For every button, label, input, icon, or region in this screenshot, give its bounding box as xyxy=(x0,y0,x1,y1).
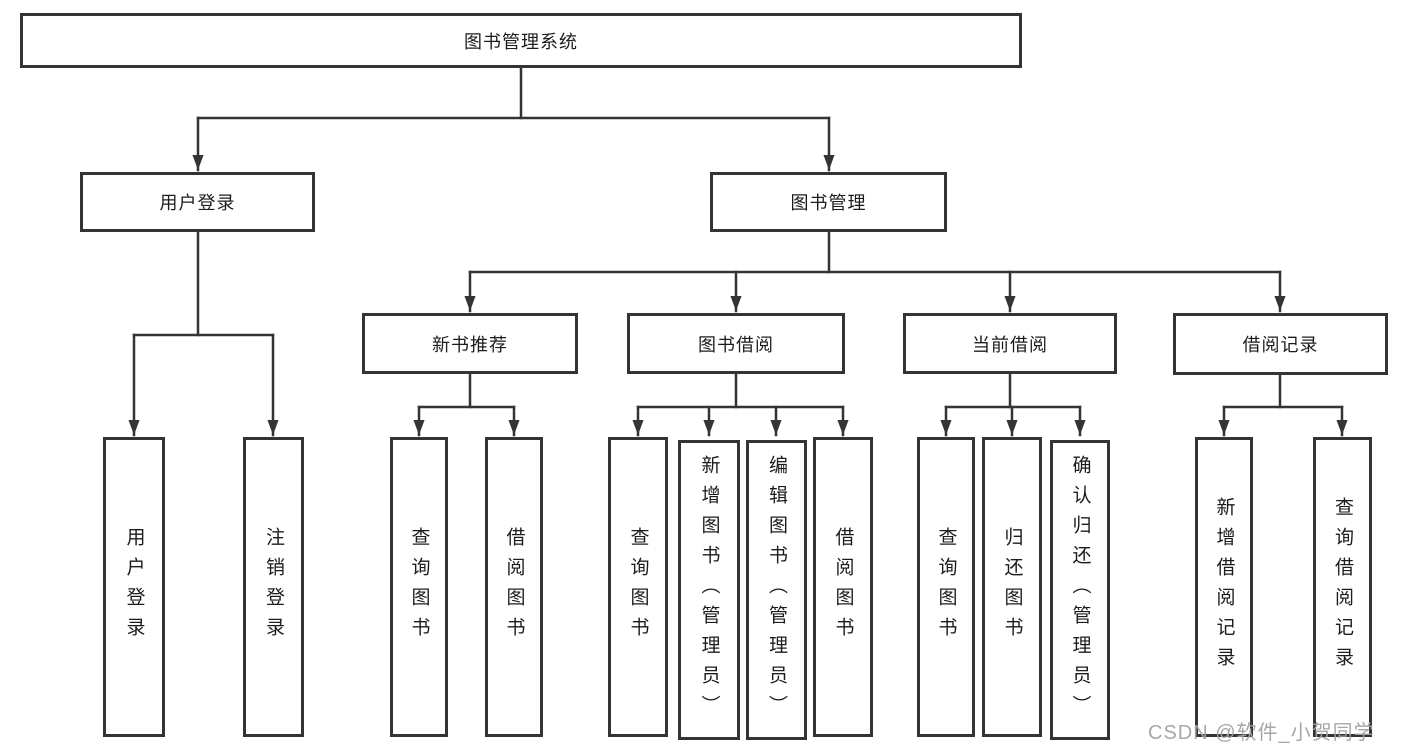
node-new-book-recommend-label: 新书推荐 xyxy=(432,334,508,355)
leaf-user-login: 用户登录 xyxy=(103,437,165,737)
leaf-user-login-label: 用户登录 xyxy=(123,527,145,647)
node-user-login: 用户登录 xyxy=(80,172,315,232)
node-root: 图书管理系统 xyxy=(20,13,1022,68)
node-book-borrowing: 图书借阅 xyxy=(627,313,845,374)
leaf-logout-label: 注销登录 xyxy=(263,527,284,647)
node-book-management-label: 图书管理 xyxy=(790,193,867,213)
leaf-bb-edit-books-admin-label: 编辑图书（管理员） xyxy=(766,455,787,725)
leaf-cb-confirm-return-admin: 确认归还（管理员） xyxy=(1050,440,1110,740)
leaf-bb-edit-books-admin: 编辑图书（管理员） xyxy=(746,440,807,740)
leaf-cb-query-books-label: 查询图书 xyxy=(935,527,957,647)
leaf-logout: 注销登录 xyxy=(243,437,304,737)
csdn-watermark: CSDN @软件_小贺同学 xyxy=(1148,722,1375,744)
leaf-bb-add-books-admin: 新增图书（管理员） xyxy=(678,440,740,740)
leaf-cb-return-books-label: 归还图书 xyxy=(1001,527,1023,647)
leaf-bb-query-books-label: 查询图书 xyxy=(627,527,649,647)
leaf-rec-query-books-label: 查询图书 xyxy=(408,527,430,647)
node-book-borrowing-label: 图书借阅 xyxy=(698,334,774,355)
leaf-bb-query-books: 查询图书 xyxy=(608,437,668,737)
leaf-br-add-record-label: 新增借阅记录 xyxy=(1213,497,1235,677)
node-user-login-label: 用户登录 xyxy=(159,193,236,213)
node-new-book-recommend: 新书推荐 xyxy=(362,313,578,374)
leaf-rec-borrow-books-label: 借阅图书 xyxy=(503,527,525,647)
leaf-bb-borrow-books-label: 借阅图书 xyxy=(832,527,854,647)
node-root-label: 图书管理系统 xyxy=(464,31,578,52)
leaf-br-add-record: 新增借阅记录 xyxy=(1195,437,1253,737)
node-book-management: 图书管理 xyxy=(710,172,947,232)
leaf-cb-confirm-return-admin-label: 确认归还（管理员） xyxy=(1069,455,1091,725)
leaf-bb-borrow-books: 借阅图书 xyxy=(813,437,873,737)
leaf-br-query-record: 查询借阅记录 xyxy=(1313,437,1372,737)
leaf-rec-borrow-books: 借阅图书 xyxy=(485,437,543,737)
leaf-cb-query-books: 查询图书 xyxy=(917,437,975,737)
leaf-cb-return-books: 归还图书 xyxy=(982,437,1042,737)
node-current-borrowing: 当前借阅 xyxy=(903,313,1117,374)
leaf-br-query-record-label: 查询借阅记录 xyxy=(1332,497,1353,677)
leaf-bb-add-books-admin-label: 新增图书（管理员） xyxy=(698,455,720,725)
node-borrowing-records: 借阅记录 xyxy=(1173,313,1388,375)
leaf-rec-query-books: 查询图书 xyxy=(390,437,448,737)
node-current-borrowing-label: 当前借阅 xyxy=(972,334,1048,355)
node-borrowing-records-label: 借阅记录 xyxy=(1242,335,1319,355)
